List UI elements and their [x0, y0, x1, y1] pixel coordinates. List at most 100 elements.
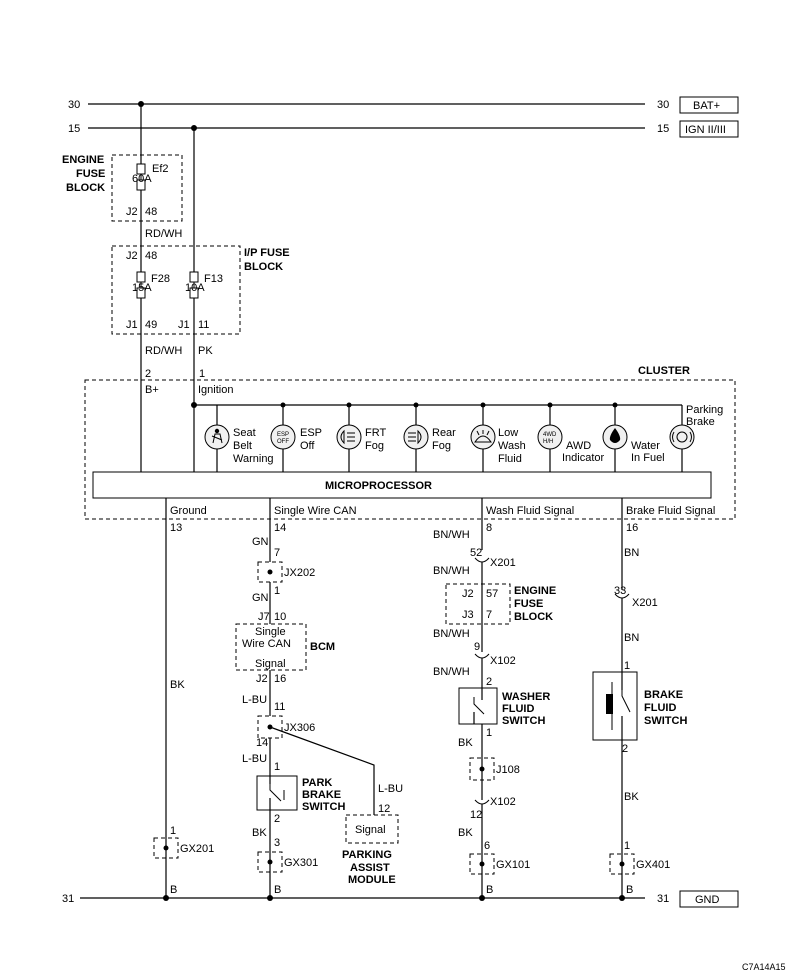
wfs-pin1: 2	[486, 676, 492, 688]
ip-in-conn: J2	[126, 250, 138, 262]
fuse-f28-rating: 15A	[132, 282, 152, 294]
fuse-f13-id: F13	[204, 273, 223, 285]
indicator-rear-fog: Rear Fog	[403, 424, 456, 452]
low-wash-fluid-label-1: Low	[498, 427, 518, 439]
gnd-rail: 31 31 GND	[62, 890, 739, 908]
front-fog-label-2: Fog	[365, 440, 384, 452]
esp-off-glyph-2: OFF	[277, 439, 289, 445]
pam-wire-lbu: L-BU	[378, 783, 403, 795]
gnd-rail-label: GND	[695, 894, 720, 906]
brake-wire-bn-1: BN	[624, 547, 639, 559]
x102-label: X102	[490, 655, 516, 667]
ground-b: B	[170, 884, 177, 896]
esp-off-label-2: Off	[300, 440, 315, 452]
bcm-in-pin: 10	[274, 611, 286, 623]
engine-fuse-block-title-3: BLOCK	[66, 182, 105, 194]
gx401-pin: 1	[624, 840, 630, 852]
indicator-parking-brake: Parking Brake	[669, 404, 723, 450]
gx101-pin: 6	[484, 840, 490, 852]
jx202-pin1: 7	[274, 547, 280, 559]
pam-signal: Signal	[355, 824, 386, 836]
wash-wire-4: BN/WH	[433, 666, 470, 678]
ip-fuse-block-title-1: I/P FUSE	[244, 247, 290, 259]
jx202-label: JX202	[284, 567, 315, 579]
water-in-fuel-label-2: In Fuel	[631, 452, 665, 464]
jx306-pin1: 11	[274, 701, 285, 713]
can-wire-lbu-2: L-BU	[242, 753, 267, 765]
brake-fluid-switch: 1 BRAKE FLUID SWITCH 2	[592, 660, 687, 755]
gnd-rail-right-num: 31	[657, 893, 669, 905]
x102b-pin: 12	[470, 809, 482, 821]
seat-belt-label-2: Belt	[233, 440, 252, 452]
wire-rdwh-2: RD/WH	[145, 345, 182, 357]
wash-branch: BN/WH 52 X201 BN/WH J2 57 J3 7 ENGINE FU…	[433, 529, 556, 898]
rear-fog-label-1: Rear	[432, 427, 456, 439]
bfs-title-2: FLUID	[644, 702, 676, 714]
esp-off-label-1: ESP	[300, 427, 322, 439]
park-brake-switch: 1 PARK BRAKE SWITCH 2	[256, 761, 345, 825]
x102-pin: 9	[474, 641, 480, 653]
switch-icon	[621, 690, 631, 713]
pbs-title-2: BRAKE	[302, 789, 341, 801]
engine-fuse-block-title-2: FUSE	[76, 168, 105, 180]
low-wash-fluid-label-3: Fluid	[498, 453, 522, 465]
pbs-title-1: PARK	[302, 777, 332, 789]
gx201-pin: 1	[170, 825, 176, 837]
wire-rdwh-1: RD/WH	[145, 228, 182, 240]
parking-assist-module: Signal PARKING ASSIST MODULE	[342, 814, 399, 886]
indicator-seat-belt: Seat Belt Warning	[204, 424, 274, 465]
brake-wire-bn-2: BN	[624, 632, 639, 644]
wash-wire-3: BN/WH	[433, 628, 470, 640]
wire-pk: PK	[198, 345, 213, 357]
pbs-pin1: 1	[274, 761, 280, 773]
indicator-low-wash-fluid: Low Wash Fluid	[470, 424, 526, 465]
pin-can: 14	[274, 522, 286, 534]
can-branch: GN 7 JX202 1 GN J7 10 Single Wire CAN Si…	[235, 536, 403, 898]
connector-x102b-icon	[474, 799, 490, 805]
wash-wire-2: BN/WH	[433, 565, 470, 577]
esp-off-icon	[270, 424, 296, 450]
low-wash-fluid-label-2: Wash	[498, 440, 526, 452]
cluster-pin-bplus: 2	[145, 368, 151, 380]
ground-wire-bk: BK	[170, 679, 185, 691]
wash-b: B	[486, 884, 493, 896]
ip-f13-conn: J1	[178, 319, 190, 331]
ign-rail-label: IGN II/III	[685, 124, 726, 136]
wash-wire-bk-2: BK	[458, 827, 473, 839]
efb-top-conn: J2	[126, 206, 138, 218]
efb-wash-title-2: FUSE	[514, 598, 543, 610]
x201-brake-label: X201	[632, 597, 658, 609]
ign-rail-left-num: 15	[68, 123, 80, 135]
parking-brake-label-2: Brake	[686, 416, 715, 428]
parking-brake-icon	[669, 424, 695, 450]
ip-f28-pin: 49	[145, 319, 157, 331]
ip-fuse-block-title-2: BLOCK	[244, 261, 283, 273]
gx201-label: GX201	[180, 843, 214, 855]
seat-belt-label-1: Seat	[233, 427, 256, 439]
brake-b: B	[626, 884, 633, 896]
pbs-title-3: SWITCH	[302, 801, 345, 813]
pbs-pin2: 2	[274, 813, 280, 825]
sig-wash-label: Wash Fluid Signal	[486, 505, 574, 517]
pin-wash: 8	[486, 522, 492, 534]
ip-f13-pin: 11	[198, 319, 209, 331]
bcm-out-conn: J2	[256, 673, 268, 685]
connector-x102-icon	[474, 653, 490, 659]
engine-fuse-block-top: ENGINE FUSE BLOCK Ef2 60A J2 48	[62, 154, 183, 232]
seat-belt-label-3: Warning	[233, 453, 274, 465]
x201-brake-pin: 33	[614, 585, 626, 597]
fuse-f28-icon	[136, 271, 146, 283]
switch-icon	[473, 697, 485, 715]
can-wire-bk: BK	[252, 827, 267, 839]
wfs-title-2: FLUID	[502, 703, 534, 715]
bcm-out-pin: 16	[274, 673, 286, 685]
figure-code: C7A14A15	[742, 962, 786, 972]
front-fog-label-1: FRT	[365, 427, 386, 439]
bfs-title-1: BRAKE	[644, 689, 683, 701]
awd-icon	[537, 424, 563, 450]
pin-brake: 16	[626, 522, 638, 534]
fuse-f13-icon	[189, 271, 199, 283]
gnd-rail-left-num: 31	[62, 893, 74, 905]
washer-fluid-switch: 2 WASHER FLUID SWITCH 1	[458, 676, 550, 739]
bcm-module: Single Wire CAN Signal BCM	[235, 623, 335, 671]
